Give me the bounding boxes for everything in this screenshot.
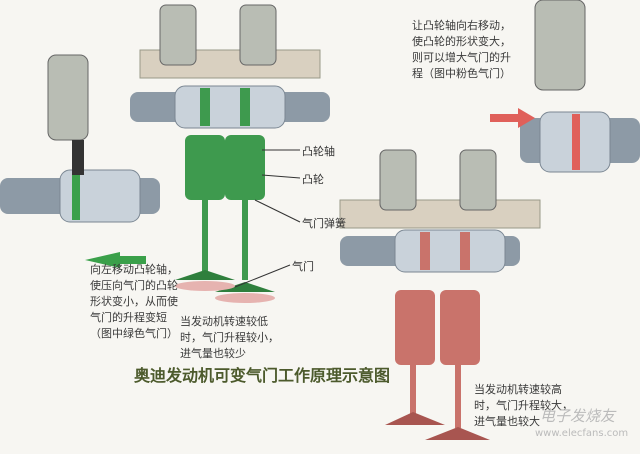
label-valve: 气门 [292, 260, 314, 273]
label-camshaft: 凸轮轴 [302, 145, 335, 158]
watermark-url: www.elecfans.com [535, 428, 629, 439]
high-speed-description: 当发动机转速较高 时，气门升程较大， 进气量也较大 [474, 383, 573, 428]
low-speed-description: 当发动机转速较低 时，气门升程较小， 进气量也较少 [180, 315, 279, 360]
left-camshaft-assembly [0, 54, 160, 268]
left-shift-description: 向左移动凸轮轴， 使压向气门的凸轮 形状变小，从而使 气门的升程变短 （图中绿色… [90, 263, 178, 340]
right-shift-description: 让凸轮轴向右移动， 使凸轮的形状变大， 则可以增大气门的升 程（图中粉色气门） [412, 19, 511, 80]
watermark-name: 电子发烧友 [540, 407, 616, 425]
pink-valve-assembly [339, 149, 541, 440]
label-cam: 凸轮 [302, 173, 324, 186]
label-valve-spring: 气门弹簧 [302, 217, 346, 230]
green-valve-assembly [130, 4, 330, 303]
diagram-title: 奥迪发动机可变气门工作原理示意图 [134, 366, 391, 385]
right-camshaft-assembly [490, 0, 640, 173]
